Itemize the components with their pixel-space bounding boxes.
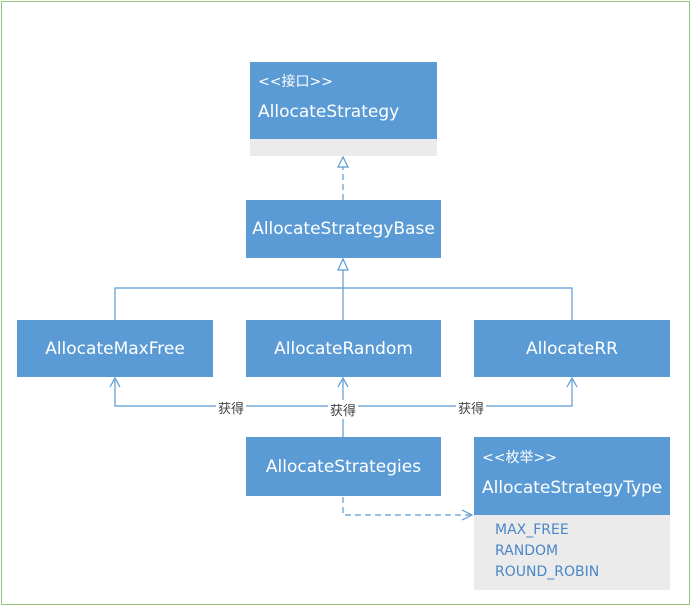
- inheritance-branch-right: [343, 287, 573, 320]
- random-class-name: AllocateRandom: [274, 338, 413, 359]
- class-allocate-strategy-base[interactable]: AllocateStrategyBase: [246, 200, 441, 258]
- edge-label-right: 获得: [456, 398, 487, 417]
- dependency-arrow: [461, 509, 474, 521]
- enum-value-random: RANDOM: [495, 543, 559, 559]
- enum-value-round-robin: ROUND_ROBIN: [495, 564, 600, 580]
- class-allocate-max-free[interactable]: AllocateMaxFree: [17, 320, 213, 377]
- base-class-name: AllocateStrategyBase: [252, 219, 435, 239]
- interface-stereotype: <<接口>>: [258, 74, 333, 90]
- dependency-line: [342, 497, 470, 516]
- interface-allocate-strategy[interactable]: <<接口>> AllocateStrategy: [250, 62, 437, 139]
- max-free-class-name: AllocateMaxFree: [45, 338, 185, 359]
- association-left-line: [114, 380, 343, 407]
- class-allocate-strategies[interactable]: AllocateStrategies: [246, 437, 441, 496]
- association-right-line: [343, 380, 573, 407]
- rr-class-name: AllocateRR: [526, 338, 618, 359]
- factory-class-name: AllocateStrategies: [265, 456, 422, 477]
- class-allocate-random[interactable]: AllocateRandom: [246, 320, 441, 377]
- inheritance-arrowhead: [337, 257, 349, 271]
- enum-value-max-free: MAX_FREE: [495, 522, 569, 538]
- enum-stereotype: <<枚举>>: [482, 450, 557, 466]
- diagram-frame: [1, 1, 690, 605]
- association-right-arrow: [566, 376, 578, 388]
- inheritance-branch-left: [114, 287, 343, 320]
- enum-name: AllocateStrategyType: [482, 478, 663, 498]
- enum-allocate-strategy-type[interactable]: <<枚举>> AllocateStrategyType: [474, 437, 670, 515]
- interface-name: AllocateStrategy: [258, 102, 400, 122]
- association-middle-arrow: [337, 376, 349, 388]
- class-allocate-rr[interactable]: AllocateRR: [474, 320, 670, 377]
- interface-member-compartment: [250, 139, 437, 156]
- realization-arrowhead: [337, 155, 349, 168]
- edge-label-left: 获得: [216, 398, 247, 417]
- enum-values-compartment: MAX_FREE RANDOM ROUND_ROBIN: [474, 515, 670, 590]
- edge-label-middle: 获得: [328, 400, 359, 419]
- association-left-arrow: [109, 376, 121, 388]
